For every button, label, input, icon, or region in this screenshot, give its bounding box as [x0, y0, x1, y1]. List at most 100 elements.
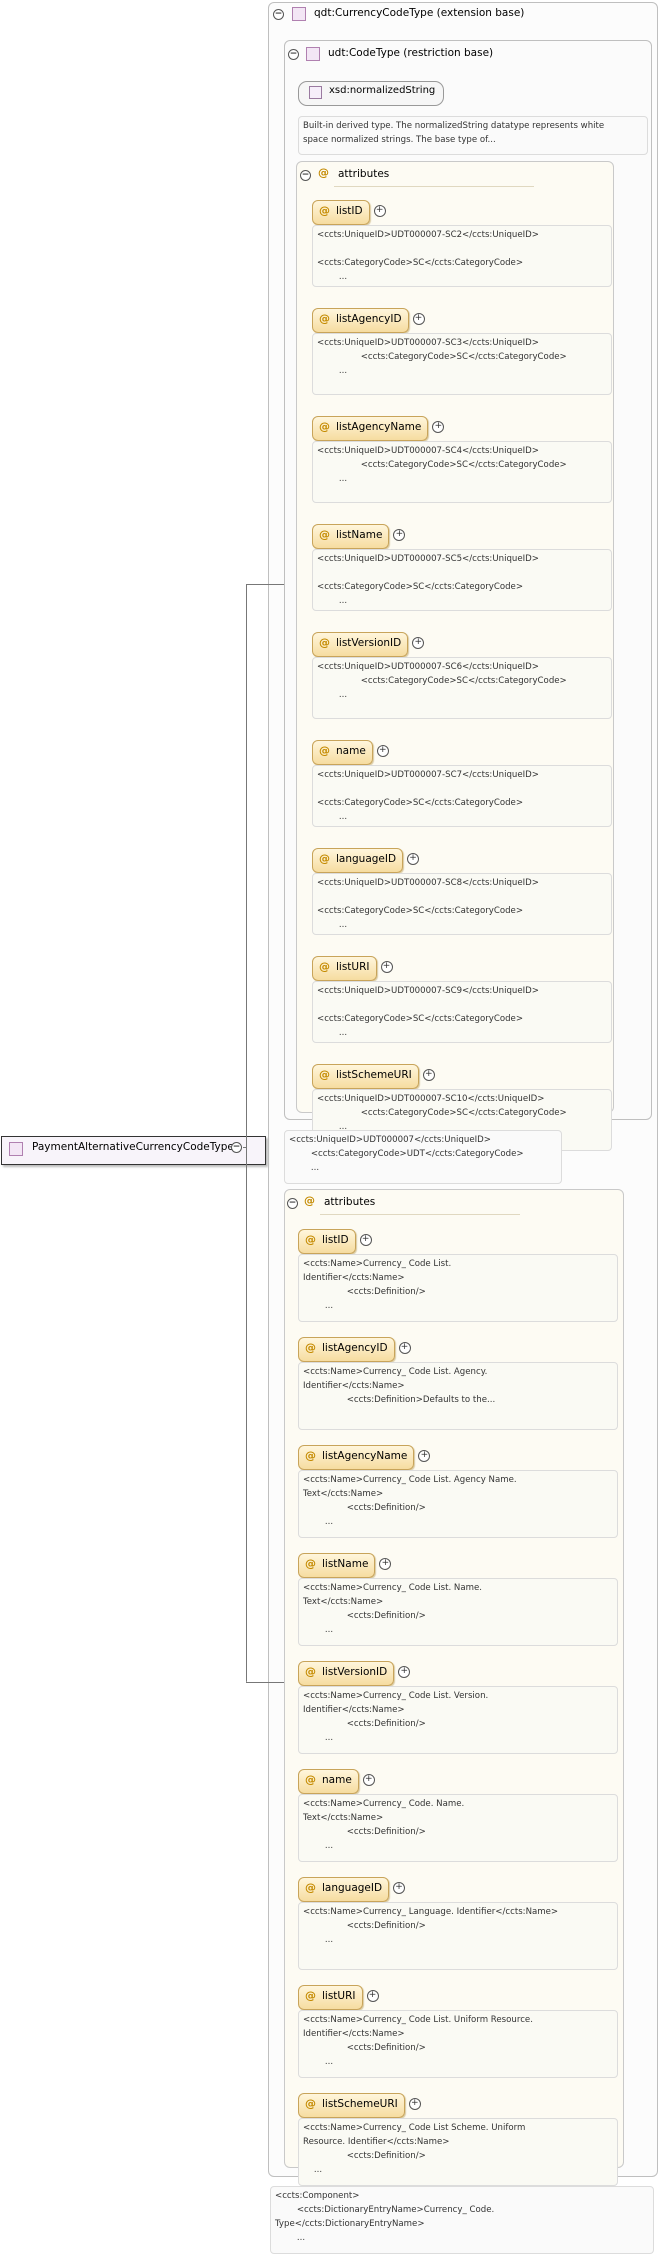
attribute-name: name — [336, 745, 366, 757]
attribute-name: name — [322, 1774, 352, 1786]
attribute-listAgencyName[interactable]: @ listAgencyName — [298, 1445, 415, 1470]
attribute-doc: <ccts:Name>Currency_ Code List. Name. Te… — [298, 1578, 618, 1646]
attribute-name: listSchemeURI — [322, 2098, 398, 2110]
expand-icon[interactable]: + — [422, 1069, 435, 1081]
outer-attributes-label: attributes — [324, 1196, 376, 1208]
attribute-listSchemeURI[interactable]: @listSchemeURI — [298, 2093, 405, 2118]
attribute-listName[interactable]: @ listName — [298, 1553, 376, 1578]
attribute-name: languageID — [322, 1882, 383, 1894]
expand-icon[interactable]: + — [393, 1882, 406, 1894]
expand-icon[interactable]: + — [432, 421, 445, 433]
inner-attributes-toggle[interactable]: − — [300, 170, 311, 181]
attribute-icon: @ — [305, 1881, 316, 1894]
attribute-icon: @ — [305, 1341, 316, 1354]
normalized-string-doc: Built-in derived type. The normalizedStr… — [298, 116, 648, 155]
attribute-listID[interactable]: @listID — [312, 200, 370, 225]
attribute-listVersionID[interactable]: @ listVersionID — [298, 1661, 395, 1686]
separator — [320, 1214, 520, 1215]
expand-icon[interactable]: + — [407, 853, 420, 865]
attribute-doc: <ccts:Name>Currency_ Code. Name. Text</c… — [298, 1794, 618, 1862]
attribute-name: listVersionID — [336, 637, 402, 649]
attribute-icon: @ — [319, 852, 330, 865]
expand-icon[interactable]: + — [359, 1234, 372, 1246]
root-type-label: PaymentAlternativeCurrencyCodeType — [32, 1141, 234, 1153]
attribute-doc: <ccts:UniqueID>UDT000007-SC9</ccts:Uniqu… — [312, 981, 612, 1043]
attribute-name: listAgencyID — [322, 1342, 388, 1354]
attribute-listAgencyName[interactable]: @listAgencyName — [312, 416, 429, 441]
attribute-listVersionID[interactable]: @listVersionID — [312, 632, 409, 657]
qdt-label: qdt:CurrencyCodeType (extension base) — [314, 7, 525, 19]
attribute-doc: <ccts:UniqueID>UDT000007-SC3</ccts:Uniqu… — [312, 333, 612, 395]
expand-icon[interactable]: + — [412, 313, 425, 325]
expand-icon[interactable]: + — [393, 529, 406, 541]
attribute-name: listAgencyID — [336, 313, 402, 325]
expand-icon[interactable]: + — [398, 1666, 411, 1678]
expand-icon[interactable]: + — [408, 2098, 421, 2110]
expand-icon[interactable]: + — [373, 205, 386, 217]
attribute-name: listAgencyName — [322, 1450, 408, 1462]
attribute-doc: <ccts:Name>Currency_ Code List. Version.… — [298, 1686, 618, 1754]
attribute-name[interactable]: @name — [312, 740, 373, 765]
expand-icon[interactable]: + — [366, 1990, 379, 2002]
attribute-name: listName — [322, 1558, 369, 1570]
component-doc: <ccts:Component> <ccts:DictionaryEntryNa… — [270, 2186, 654, 2254]
attribute-icon: @ — [319, 528, 330, 541]
attribute-listAgencyID[interactable]: @ listAgencyID — [312, 308, 409, 333]
udt-doc: <ccts:UniqueID>UDT000007</ccts:UniqueID>… — [284, 1130, 562, 1184]
attribute-languageID[interactable]: @ languageID — [298, 1877, 390, 1902]
expand-icon[interactable]: + — [380, 961, 393, 973]
udt-collapse-toggle[interactable]: − — [288, 49, 299, 60]
attribute-listID[interactable]: @ listID — [298, 1229, 356, 1254]
attribute-listAgencyID[interactable]: @ listAgencyID — [298, 1337, 395, 1362]
attribute-icon: @ — [305, 1989, 316, 2002]
separator — [334, 186, 534, 187]
attribute-name: listURI — [322, 1990, 356, 2002]
root-collapse-toggle[interactable]: − — [231, 1142, 242, 1153]
attribute-name: listID — [322, 1234, 349, 1246]
attribute-icon: @ — [319, 960, 330, 973]
root-type-box[interactable]: PaymentAlternativeCurrencyCodeType — [1, 1136, 266, 1165]
attribute-doc: <ccts:Name>Currency_ Language. Identifie… — [298, 1902, 618, 1970]
expand-icon[interactable]: + — [412, 637, 425, 649]
attribute-doc: <ccts:Name>Currency_ Code List. Identifi… — [298, 1254, 618, 1322]
qdt-collapse-toggle[interactable]: − — [273, 9, 284, 20]
attribute-icon: @ — [319, 1068, 330, 1081]
attribute-icon: @ — [305, 1557, 316, 1570]
attribute-name: listSchemeURI — [336, 1069, 412, 1081]
expand-icon[interactable]: + — [379, 1558, 392, 1570]
connector-spine — [246, 584, 247, 1682]
attribute-icon: @ — [305, 1449, 316, 1462]
attribute-icon: @ — [305, 1773, 316, 1786]
attribute-doc: <ccts:UniqueID>UDT000007-SC6</ccts:Uniqu… — [312, 657, 612, 719]
attribute-doc: <ccts:UniqueID>UDT000007-SC4</ccts:Uniqu… — [312, 441, 612, 503]
attribute-doc: <ccts:Name>Currency_ Code List. Uniform … — [298, 2010, 618, 2078]
attribute-doc: <ccts:Name>Currency_ Code List. Agency N… — [298, 1470, 618, 1538]
attribute-doc: <ccts:UniqueID>UDT000007-SC2</ccts:Uniqu… — [312, 225, 612, 287]
udt-label: udt:CodeType (restriction base) — [328, 47, 494, 59]
complex-type-icon — [292, 7, 306, 21]
connector-to-qdt — [246, 584, 284, 585]
attribute-doc: <ccts:UniqueID>UDT000007-SC7</ccts:Uniqu… — [312, 765, 612, 827]
attribute-listName[interactable]: @listName — [312, 524, 390, 549]
attribute-listURI[interactable]: @ listURI — [298, 1985, 363, 2010]
normalized-string-type[interactable]: xsd:normalizedString — [298, 81, 445, 106]
attribute-listSchemeURI[interactable]: @ listSchemeURI — [312, 1064, 419, 1089]
attribute-name: listURI — [336, 961, 370, 973]
attribute-listURI[interactable]: @ listURI — [312, 956, 377, 981]
expand-icon[interactable]: + — [376, 745, 389, 757]
attribute-icon: @ — [305, 1665, 316, 1678]
normalized-string-label: xsd:normalizedString — [329, 85, 436, 96]
complex-type-icon — [306, 47, 320, 61]
attribute-languageID[interactable]: @ languageID — [312, 848, 404, 873]
attribute-name: listVersionID — [322, 1666, 388, 1678]
expand-icon[interactable]: + — [398, 1342, 411, 1354]
outer-attributes-toggle[interactable]: − — [287, 1198, 298, 1209]
inner-attributes-label: attributes — [338, 168, 390, 180]
attribute-name: languageID — [336, 853, 397, 865]
attribute-icon: @ — [305, 1233, 316, 1246]
attribute-name[interactable]: @ name — [298, 1769, 359, 1794]
expand-icon[interactable]: + — [418, 1450, 431, 1462]
expand-icon[interactable]: + — [362, 1774, 375, 1786]
attribute-icon: @ — [319, 312, 330, 325]
attribute-doc: <ccts:Name>Currency_ Code List Scheme. U… — [298, 2118, 618, 2186]
